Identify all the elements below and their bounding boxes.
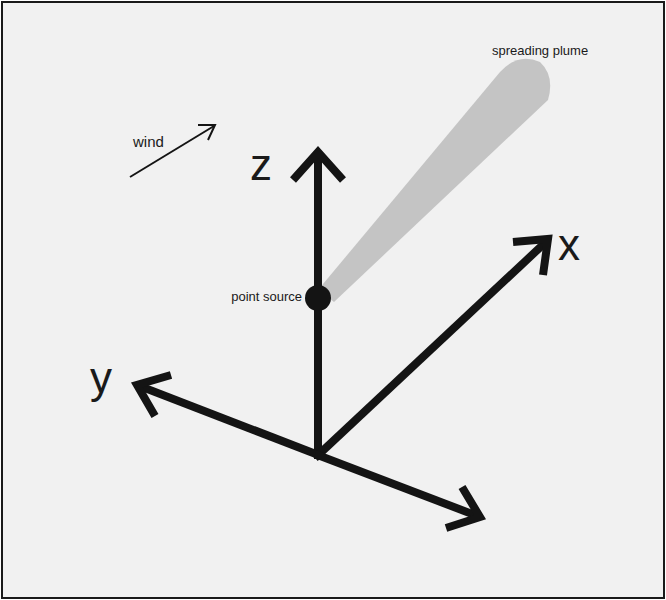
axis-label: x: [558, 221, 580, 269]
wind-arrow: [130, 126, 214, 177]
plume-label: spreading plume: [492, 44, 588, 58]
x-axis: [315, 240, 548, 458]
source-label: point source: [231, 290, 302, 304]
z-arrowhead: [293, 152, 343, 180]
negative-y-axis: [315, 454, 480, 517]
x-arrowhead: [513, 239, 548, 275]
axis-label: z: [250, 141, 272, 189]
point-source-dot: [305, 285, 331, 311]
wind-label: wind: [133, 134, 164, 151]
y-arrowhead: [137, 375, 171, 416]
negative-y-arrowhead: [446, 487, 480, 528]
wind-arrowhead: [198, 125, 215, 140]
y-axis: [137, 385, 321, 456]
axis-label: y: [90, 354, 112, 402]
